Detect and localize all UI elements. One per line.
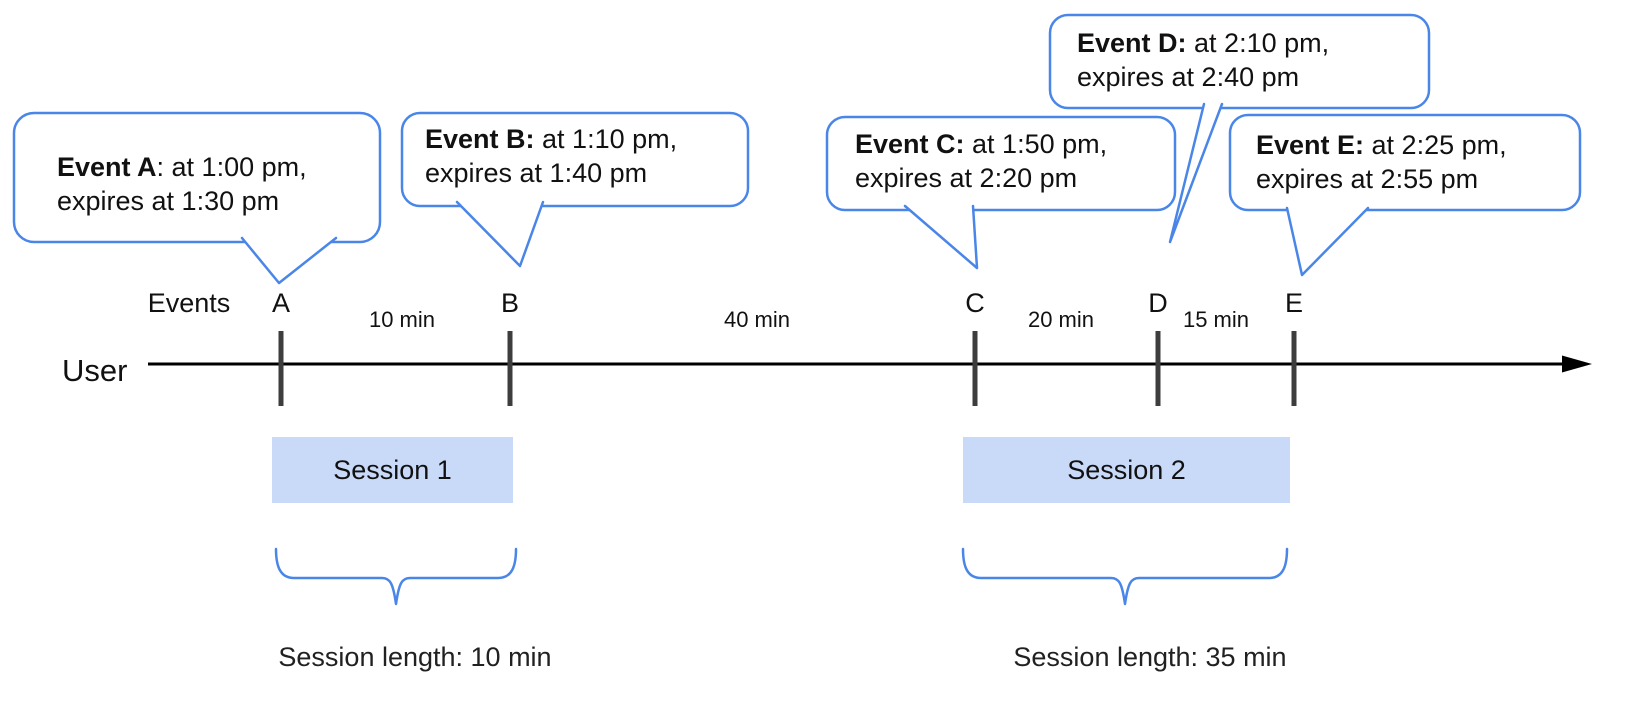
event-d-time: at 2:10 pm, [1186,28,1330,58]
callout-line-1: Event C: at 1:50 pm, [855,127,1107,161]
event-d-expiry: expires at 2:40 pm [1077,62,1300,92]
mark-label-b: B [500,288,519,318]
session-1-brace [274,547,518,606]
callout-event-e-shape [1228,113,1582,212]
event-c-title: Event C: [855,129,965,159]
callout-event-b-tail [455,200,545,268]
gap-label-c-d: 20 min [1027,307,1095,332]
callout-event-c-text: Event C: at 1:50 pm, expires at 2:20 pm [855,127,1107,195]
callout-line-1: Event D: at 2:10 pm, [1077,26,1329,60]
event-d-title: Event D: [1077,28,1187,58]
gap-label-b-c: 40 min [723,307,791,332]
callout-event-e-tail [1285,206,1370,277]
event-b-expiry: expires at 1:40 pm [425,158,648,188]
event-b-title: Event B: [425,124,535,154]
callout-event-e-text: Event E: at 2:25 pm, expires at 2:55 pm [1256,128,1507,196]
callout-line-1: Event B: at 1:10 pm, [425,122,677,156]
callout-line-1: Event A: at 1:00 pm, [57,150,307,184]
mark-label-e: E [1284,288,1303,318]
event-a-expiry: expires at 1:30 pm [57,186,280,216]
session-2-brace [961,547,1289,606]
callout-event-a-shape [12,111,382,244]
callout-event-d-shape [1048,13,1431,110]
callout-event-a-tail [240,236,338,285]
user-row-label: User [62,353,128,388]
callout-event-a-text: Event A: at 1:00 pm, expires at 1:30 pm [57,150,307,218]
event-e-expiry: expires at 2:55 pm [1256,164,1479,194]
gap-label-a-b: 10 min [368,307,436,332]
session-2-box: Session 2 [963,437,1290,503]
timeline-arrowhead-icon [1562,355,1592,373]
event-a-title: Event A [57,152,157,182]
session-2-length-label: Session length: 35 min [1013,642,1287,672]
events-row-label: Events [147,288,231,318]
mark-label-a: A [271,288,290,318]
callout-event-d-tail [1168,102,1224,244]
event-c-expiry: expires at 2:20 pm [855,163,1078,193]
event-e-time: at 2:25 pm, [1364,130,1507,160]
callout-event-b-shape [400,111,750,208]
event-c-time: at 1:50 pm, [964,129,1108,159]
gap-label-d-e: 15 min [1182,307,1250,332]
callout-line-1: Event E: at 2:25 pm, [1256,128,1507,162]
callout-event-c-shape [825,115,1177,212]
event-e-title: Event E: [1256,130,1365,160]
session-1-length-label: Session length: 10 min [278,642,552,672]
mark-label-d: D [1148,288,1168,318]
callout-event-d-text: Event D: at 2:10 pm, expires at 2:40 pm [1077,26,1329,94]
callout-event-b-text: Event B: at 1:10 pm, expires at 1:40 pm [425,122,677,190]
event-a-time: : at 1:00 pm, [156,152,307,182]
session-1-box: Session 1 [272,437,513,503]
mark-label-c: C [965,288,985,318]
event-b-time: at 1:10 pm, [534,124,678,154]
callout-event-c-tail [903,204,979,270]
